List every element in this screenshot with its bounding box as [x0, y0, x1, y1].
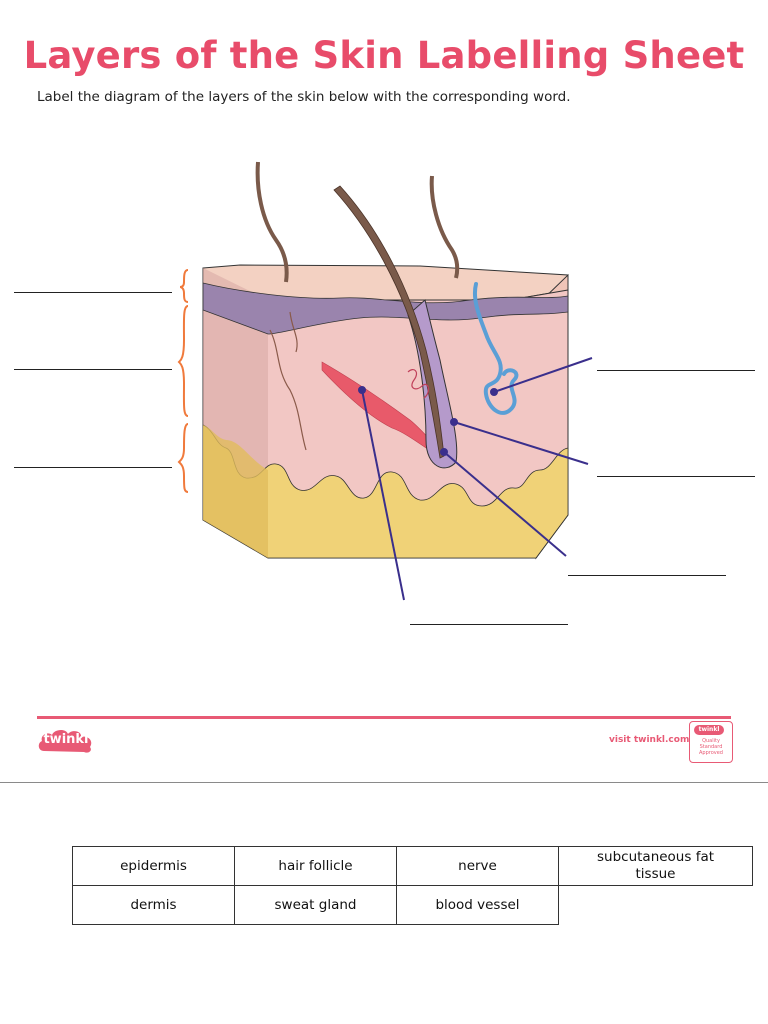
pointer-hair-follicle	[443, 451, 567, 557]
answer-blank-blood-vessel[interactable]	[410, 624, 568, 625]
badge-logo: twinkl	[694, 725, 724, 735]
footer-rule	[37, 716, 731, 719]
hair-shaft-right	[429, 175, 460, 279]
epidermis-bracket	[179, 269, 189, 303]
word-bank-cell: blood vessel	[396, 885, 559, 925]
badge-text: Quality Standard Approved	[699, 738, 723, 756]
answer-blank-fat[interactable]	[14, 467, 172, 468]
epidermis-layer	[202, 282, 569, 335]
page-title: Layers of the Skin Labelling Sheet	[23, 34, 745, 77]
word-bank-row: dermis sweat gland blood vessel	[72, 885, 753, 925]
nerve-branch	[289, 311, 298, 353]
quality-badge: twinkl Quality Standard Approved	[689, 721, 733, 763]
hair-shaft-left	[255, 161, 289, 283]
pointer-sweat-gland	[493, 357, 593, 393]
word-bank-cell: hair follicle	[234, 846, 397, 886]
cloud-logo-icon	[38, 729, 92, 753]
word-bank: epidermis hair follicle nerve subcutaneo…	[72, 846, 753, 925]
fat-bracket	[177, 423, 189, 493]
word-bank-row: epidermis hair follicle nerve subcutaneo…	[72, 846, 753, 886]
word-bank-cell: nerve	[396, 846, 559, 886]
word-bank-empty-cell	[559, 886, 753, 925]
pointer-blood-vessel	[361, 389, 405, 601]
sweat-gland	[473, 282, 519, 415]
instruction-text: Label the diagram of the layers of the s…	[37, 89, 571, 105]
page-divider	[0, 782, 768, 783]
nerve	[269, 329, 307, 451]
dermis-bracket	[177, 305, 189, 417]
pointer-nerve	[453, 421, 589, 465]
answer-blank-nerve[interactable]	[597, 476, 755, 477]
word-bank-cell: dermis	[72, 885, 235, 925]
follicle-squiggle	[407, 368, 430, 399]
word-bank-cell: sweat gland	[234, 885, 397, 925]
fat-left-face	[203, 425, 268, 558]
twinkl-logo[interactable]: twinkl	[36, 727, 96, 755]
answer-blank-sweat-gland[interactable]	[597, 370, 755, 371]
word-bank-cell: epidermis	[72, 846, 235, 886]
skin-diagram	[177, 161, 593, 601]
answer-blank-hair-follicle[interactable]	[568, 575, 726, 576]
word-bank-cell: subcutaneous fat tissue	[558, 846, 753, 886]
answer-blank-epidermis[interactable]	[14, 292, 172, 293]
answer-blank-dermis[interactable]	[14, 369, 172, 370]
logo-text: twinkl	[43, 732, 89, 747]
visit-link[interactable]: visit twinkl.com	[609, 735, 690, 745]
pointer-arrows	[358, 357, 593, 601]
hair-shaft-main	[333, 185, 445, 459]
